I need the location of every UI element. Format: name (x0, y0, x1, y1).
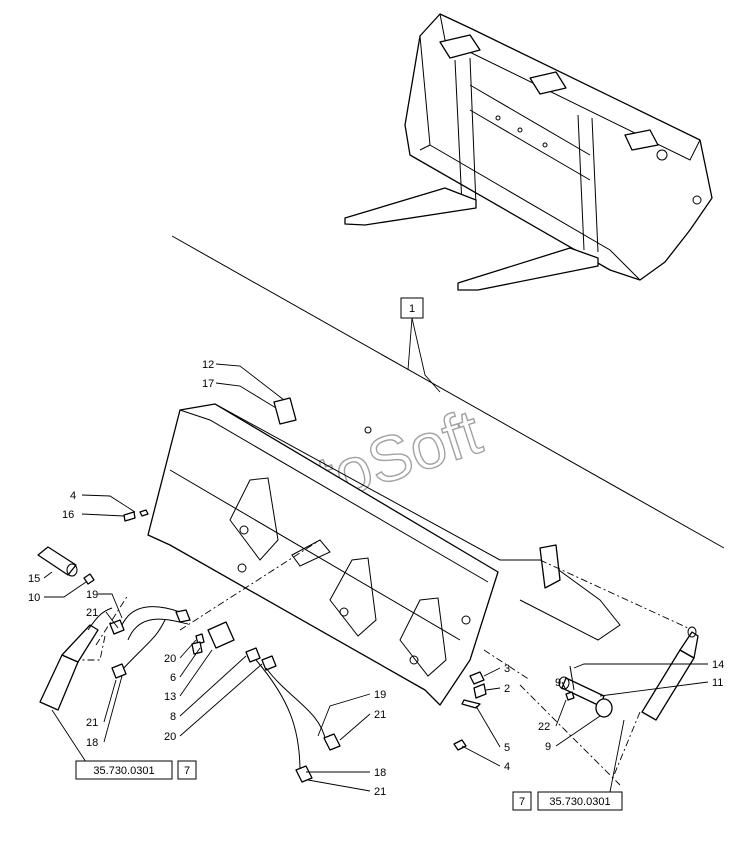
callout-19: 19 (86, 589, 98, 601)
right-parts (453, 559, 699, 786)
callout-16: 16 (62, 509, 74, 521)
callout-22: 22 (538, 721, 550, 733)
callout-8: 8 (170, 711, 176, 723)
callout-13: 13 (164, 691, 176, 703)
callout-21-d: 21 (374, 786, 386, 798)
callout-11: 11 (712, 677, 723, 689)
callout-17: 17 (202, 378, 214, 390)
main-ref-box[interactable]: 1 (400, 297, 424, 319)
callout-21-b: 21 (86, 717, 98, 729)
svg-text:35.730.0301: 35.730.0301 (549, 796, 610, 808)
callout-12: 12 (202, 359, 214, 371)
callout-18: 18 (86, 737, 98, 749)
callout-21: 21 (86, 607, 98, 619)
ref-box-right[interactable]: 7 35.730.0301 (512, 791, 623, 811)
ref-box-left[interactable]: 35.730.0301 7 (75, 760, 197, 780)
callout-21-c: 21 (374, 709, 386, 721)
bucket-assembly (147, 397, 621, 706)
callout-9: 9 (555, 677, 561, 689)
callout-18-b: 18 (374, 767, 386, 779)
callout-3: 3 (504, 663, 510, 675)
left-parts (37, 509, 341, 783)
separator-line (171, 235, 725, 549)
svg-text:1: 1 (409, 303, 415, 315)
callout-6: 6 (170, 672, 176, 684)
callout-numbers: 12 17 4 16 15 10 19 21 20 6 13 8 20 21 1… (28, 359, 724, 798)
svg-text:35.730.0301: 35.730.0301 (93, 765, 154, 777)
callout-2: 2 (504, 683, 510, 695)
callout-4: 4 (70, 490, 76, 502)
callout-15: 15 (28, 573, 40, 585)
svg-text:7: 7 (519, 796, 525, 808)
fork-bucket-assembly (344, 13, 713, 291)
leader-lines (43, 363, 709, 792)
callout-20: 20 (164, 653, 176, 665)
svg-text:7: 7 (184, 765, 190, 777)
callout-5: 5 (504, 742, 510, 754)
callout-9-b: 9 (545, 741, 551, 753)
callout-4-b: 4 (504, 761, 510, 773)
callout-10: 10 (28, 592, 40, 604)
callout-14: 14 (712, 659, 724, 671)
callout-19-b: 19 (374, 689, 386, 701)
callout-20-b: 20 (164, 731, 176, 743)
